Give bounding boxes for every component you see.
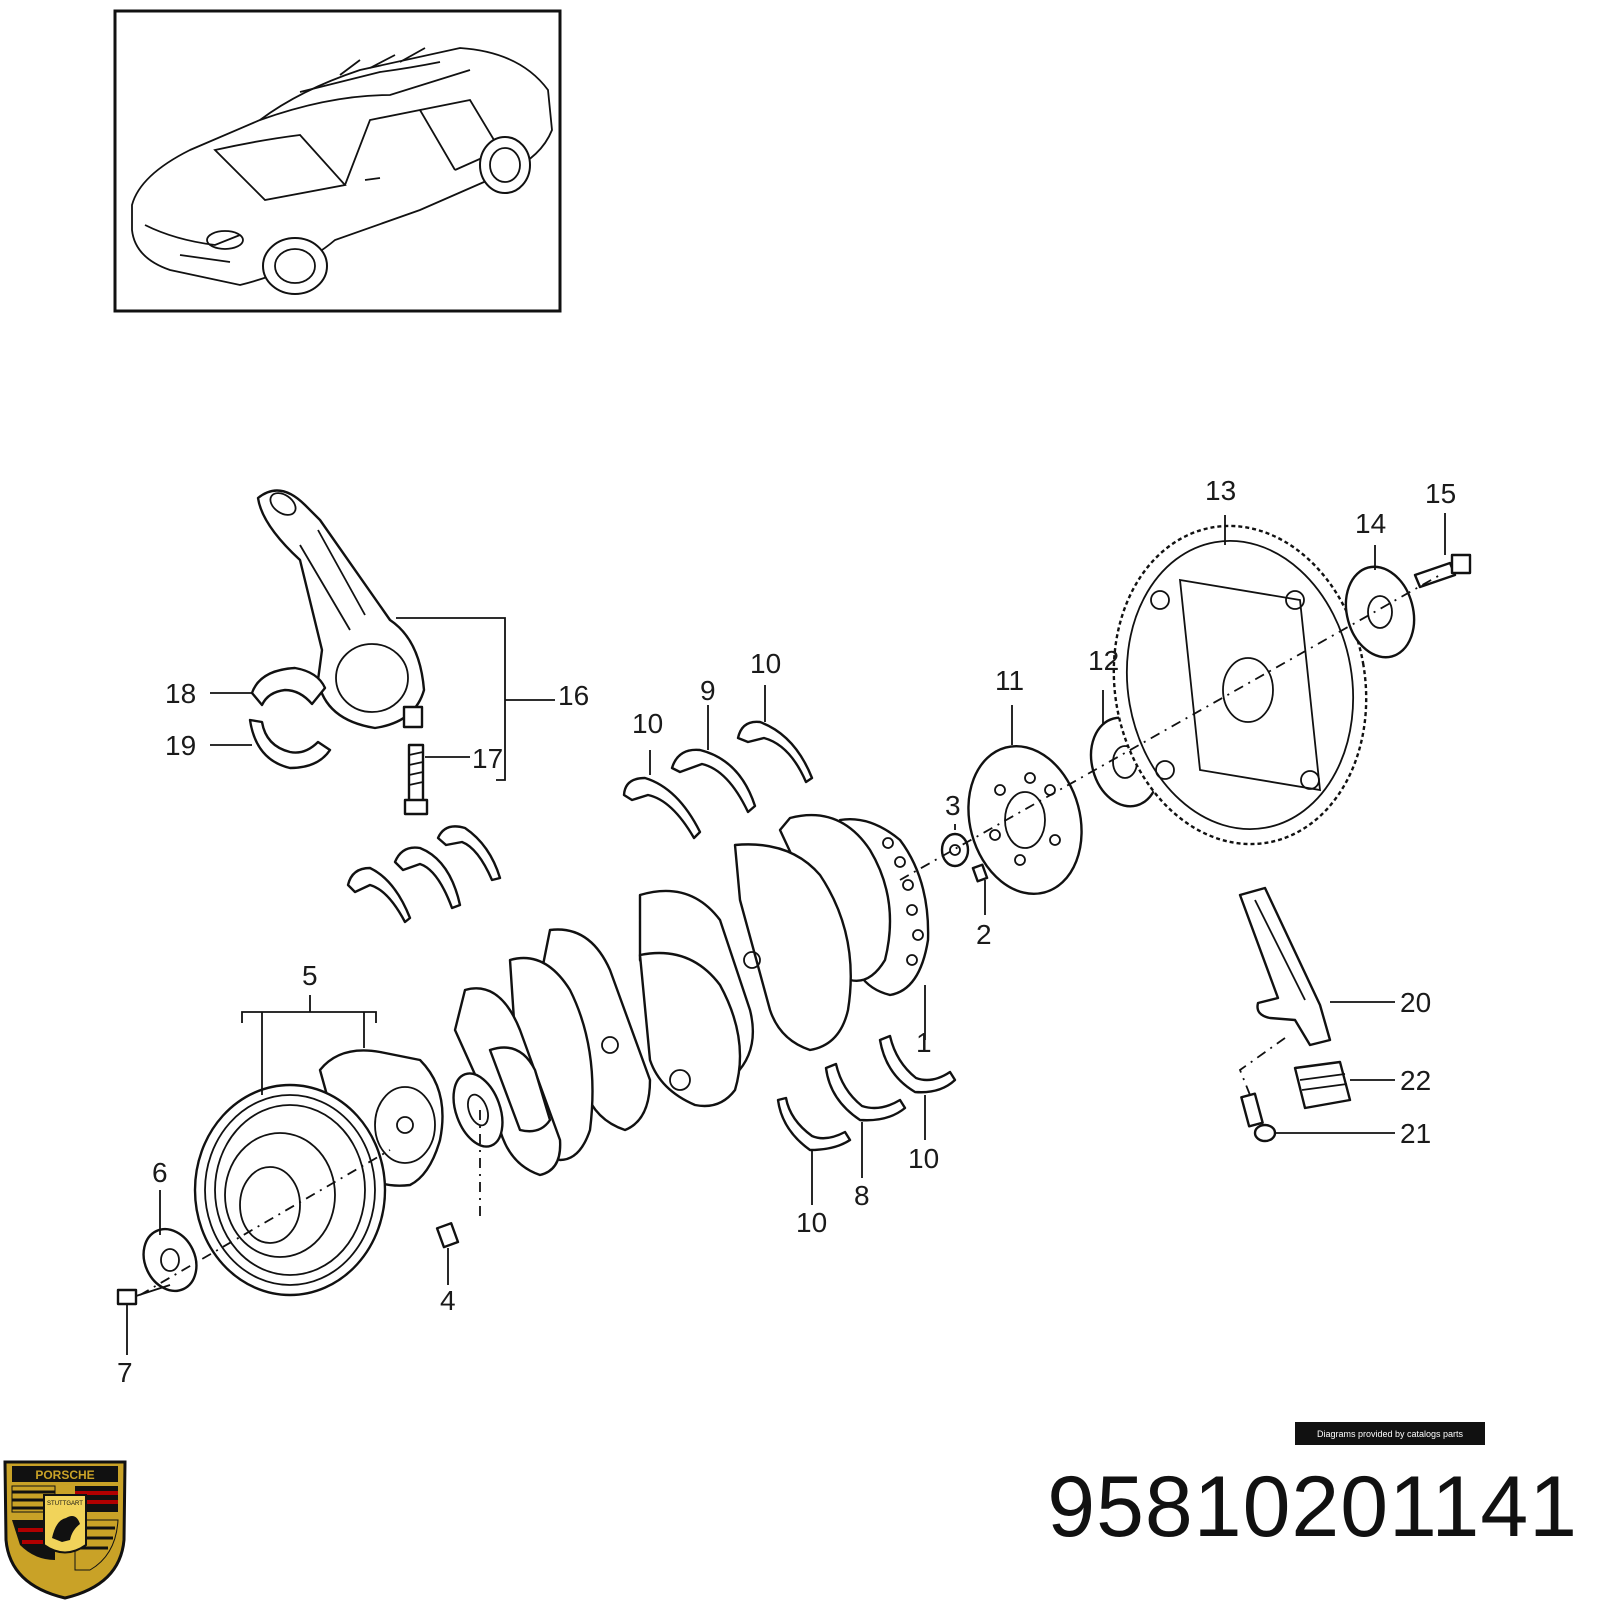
vehicle-thumbnail bbox=[113, 9, 562, 313]
callout-14: 14 bbox=[1355, 508, 1386, 539]
bearing-shell-18 bbox=[250, 666, 327, 707]
callout-20: 20 bbox=[1400, 987, 1431, 1018]
callout-3: 3 bbox=[945, 790, 961, 821]
callout-labels: 1 2 3 4 5 6 7 8 9 10 10 10 10 11 12 13 1… bbox=[117, 475, 1456, 1388]
pin-2 bbox=[971, 863, 989, 883]
callout-5: 5 bbox=[302, 960, 318, 991]
callout-21: 21 bbox=[1400, 1118, 1431, 1149]
callout-8: 8 bbox=[854, 1180, 870, 1211]
rod-bolt-17 bbox=[403, 743, 429, 816]
vibration-damper bbox=[193, 1049, 444, 1297]
pin-4 bbox=[435, 1222, 460, 1249]
washer-6 bbox=[142, 1227, 198, 1293]
callout-19: 19 bbox=[165, 730, 196, 761]
washer-14 bbox=[1344, 565, 1416, 659]
callout-10d: 10 bbox=[796, 1207, 827, 1238]
svg-text:STUTTGART: STUTTGART bbox=[47, 1501, 83, 1507]
callout-1: 1 bbox=[916, 1027, 932, 1058]
bearing-shells-lower bbox=[776, 1034, 957, 1152]
diagram-credit: Diagrams provided by catalogs parts bbox=[1295, 1422, 1485, 1445]
callout-10a: 10 bbox=[632, 708, 663, 739]
callout-6: 6 bbox=[152, 1157, 168, 1188]
callout-7: 7 bbox=[117, 1357, 133, 1388]
bearing-shells-upper-right bbox=[622, 720, 814, 840]
callout-12: 12 bbox=[1088, 645, 1119, 676]
callout-16: 16 bbox=[558, 680, 589, 711]
sensor-20 bbox=[1238, 886, 1332, 1047]
callout-15: 15 bbox=[1425, 478, 1456, 509]
svg-text:PORSCHE: PORSCHE bbox=[35, 1468, 94, 1482]
callout-2: 2 bbox=[976, 919, 992, 950]
callout-17: 17 bbox=[472, 743, 503, 774]
porsche-crest-logo: PORSCHE STUTTGART bbox=[3, 1460, 127, 1600]
callout-9: 9 bbox=[700, 675, 716, 706]
bearing-shell-19 bbox=[248, 718, 332, 770]
bolt-21 bbox=[1240, 1092, 1277, 1143]
drive-plate-13 bbox=[1112, 524, 1368, 846]
callout-11: 11 bbox=[995, 665, 1024, 696]
bearing-shells-upper-left bbox=[346, 825, 502, 924]
bushing-22 bbox=[1293, 1060, 1352, 1110]
callout-4: 4 bbox=[440, 1285, 456, 1316]
adapter-plate-11 bbox=[967, 744, 1083, 896]
callout-22: 22 bbox=[1400, 1065, 1431, 1096]
bolt-7 bbox=[116, 1284, 171, 1306]
bolt-15 bbox=[1413, 553, 1472, 589]
part-number: 95810201141 bbox=[1047, 1459, 1578, 1555]
sprocket-3 bbox=[940, 832, 970, 868]
connecting-rod bbox=[256, 489, 426, 730]
crankshaft bbox=[452, 813, 930, 1220]
callout-10c: 10 bbox=[908, 1143, 939, 1174]
callout-13: 13 bbox=[1205, 475, 1236, 506]
callout-18: 18 bbox=[165, 678, 196, 709]
callout-10b: 10 bbox=[750, 648, 781, 679]
leader-lines bbox=[126, 513, 1446, 1355]
